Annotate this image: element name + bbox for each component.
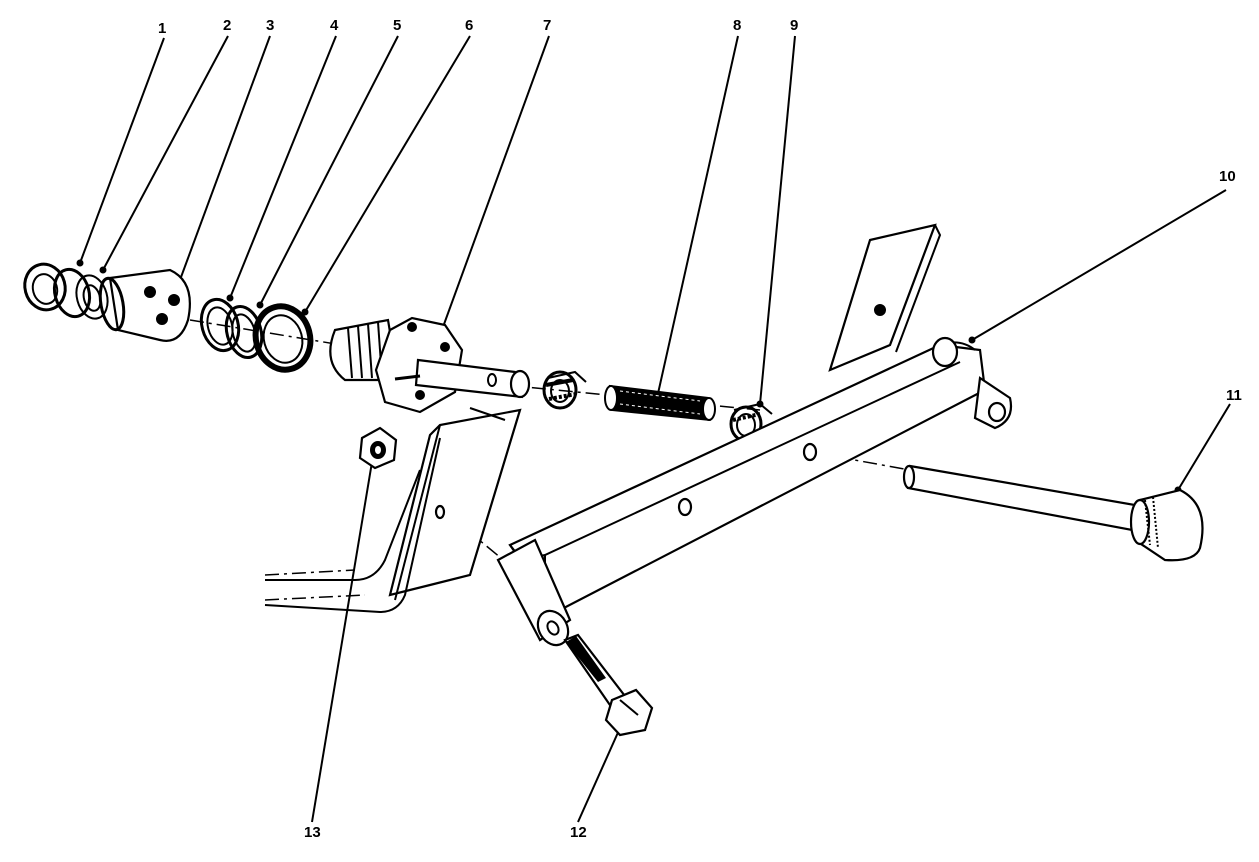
part-2-ring	[52, 267, 109, 320]
leader-line-9	[759, 35, 796, 405]
part-7-valve-body	[329, 316, 531, 414]
leader-line-7	[442, 35, 550, 328]
part-1-ring	[23, 262, 67, 312]
callout-label-2: 2	[223, 17, 231, 34]
leader-line-4	[229, 35, 337, 299]
callout-label-11: 11	[1226, 387, 1242, 404]
callout-label-7: 7	[543, 17, 551, 34]
leader-line-6	[304, 35, 471, 313]
pedal-plate	[828, 223, 942, 372]
leader-line-1	[79, 37, 165, 264]
leader-line-5	[259, 35, 399, 306]
callout-label-13: 13	[304, 824, 321, 841]
pedal-arm-axis-line-1	[264, 569, 356, 576]
hose-clamp-left	[542, 370, 587, 410]
callout-label-6: 6	[465, 17, 473, 34]
callout-label-5: 5	[393, 17, 401, 34]
leader-dot-10	[968, 336, 976, 344]
leader-dot-4	[226, 294, 234, 302]
mounting-bracket	[264, 407, 522, 614]
callout-label-4: 4	[330, 17, 339, 34]
part-11-rod-knob	[902, 464, 1204, 562]
leader-dot-1	[76, 259, 84, 267]
callout-label-9: 9	[790, 17, 798, 34]
part-6-gasket	[252, 303, 314, 373]
leader-line-3	[176, 35, 271, 289]
leader-line-8	[656, 35, 739, 399]
callout-label-10: 10	[1219, 168, 1236, 185]
rod-axis-line	[809, 451, 911, 471]
leader-dot-6	[301, 308, 309, 316]
part-10-pedal-arm	[496, 336, 1013, 647]
pedal-arm-axis-line-2	[264, 594, 366, 601]
callout-label-12: 12	[570, 824, 587, 841]
callout-label-1: 1	[158, 20, 166, 37]
leader-line-10	[971, 189, 1227, 341]
part-4-ring	[199, 297, 241, 353]
leader-dot-2	[99, 266, 107, 274]
part-12-bolt	[563, 633, 654, 737]
leader-lines	[76, 35, 1231, 823]
leader-line-13	[311, 461, 373, 823]
callout-label-8: 8	[733, 17, 741, 34]
part-13-nut	[358, 426, 398, 470]
leader-dot-5	[256, 301, 264, 309]
leader-line-12	[577, 727, 621, 823]
part-3-cylinder	[98, 268, 191, 342]
callout-label-3: 3	[266, 17, 274, 34]
leader-line-11	[1177, 403, 1231, 491]
part-8-hose	[604, 384, 716, 422]
leader-line-2	[102, 35, 229, 271]
